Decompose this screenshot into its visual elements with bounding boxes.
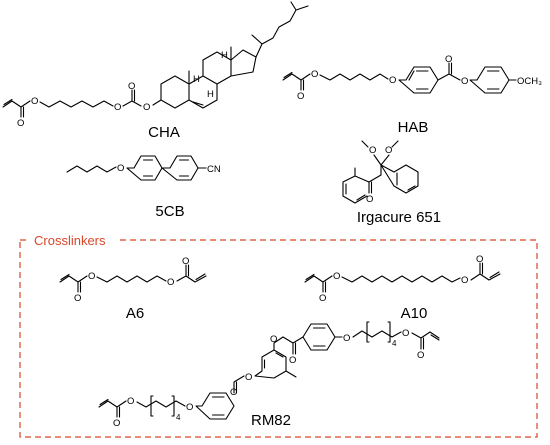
subscript-4: 4 <box>392 339 397 348</box>
atom-och3: OCH₃ <box>517 76 542 87</box>
atom-cn: CN <box>207 164 221 175</box>
atom-o: O <box>182 256 189 267</box>
atom-o: O <box>17 118 24 129</box>
atom-o: O <box>114 102 121 113</box>
atom-o: O <box>343 333 350 344</box>
atom-o: O <box>270 334 277 345</box>
atom-o: O <box>476 254 483 265</box>
atom-o: O <box>74 293 81 304</box>
atom-o: O <box>167 277 174 288</box>
atom-o: O <box>333 271 340 282</box>
atom-o: O <box>88 271 95 282</box>
atom-o: O <box>117 163 124 174</box>
compound-label-irgacure-651: Irgacure 651 <box>357 209 441 226</box>
atom-o: O <box>31 96 38 107</box>
5cb-structure: O CN 5CB <box>66 155 221 220</box>
subscript-4: 4 <box>176 413 181 422</box>
atom-o: O <box>186 402 193 413</box>
compound-label-a10: A10 <box>401 305 428 322</box>
compound-label-a6: A6 <box>126 305 144 322</box>
atom-o: O <box>461 275 468 286</box>
cha-structure: O O O O O H H H CHA <box>2 1 309 141</box>
atom-o: O <box>461 76 468 87</box>
atom-o: O <box>127 396 134 407</box>
atom-o: O <box>417 350 424 361</box>
irgacure-651-structure: O O O Irgacure 651 <box>342 140 441 226</box>
a6-structure: O O O O A6 <box>59 256 207 322</box>
crosslinkers-box <box>19 239 538 438</box>
atom-o: O <box>385 145 392 156</box>
compound-label-rm82: RM82 <box>251 412 291 429</box>
atom-o: O <box>245 372 252 383</box>
compound-label-5cb: 5CB <box>155 203 184 220</box>
crosslinkers-title: Crosslinkers <box>34 233 106 248</box>
atom-o: O <box>143 102 150 113</box>
atom-o: O <box>113 418 120 429</box>
compound-label-hab: HAB <box>398 119 429 136</box>
atom-o: O <box>289 355 296 366</box>
rm82-structure: O O 4 O O O O O O 4 O O RM82 <box>98 321 440 429</box>
hab-structure: O O O O O OCH₃ HAB <box>282 54 542 136</box>
atom-o: O <box>319 293 326 304</box>
atom-o: O <box>128 81 135 92</box>
compound-label-cha: CHA <box>148 124 180 141</box>
atom-o: O <box>389 75 396 86</box>
atom-h: H <box>221 50 228 61</box>
atom-o: O <box>297 91 304 102</box>
atom-o: O <box>311 69 318 80</box>
a10-structure: O O O O A10 <box>304 254 501 322</box>
atom-h: H <box>193 74 200 85</box>
atom-h: H <box>207 89 214 100</box>
atom-o: O <box>230 387 237 398</box>
atom-o: O <box>445 54 452 65</box>
atom-o: O <box>366 194 373 205</box>
atom-o: O <box>402 328 409 339</box>
atom-o: O <box>369 145 376 156</box>
